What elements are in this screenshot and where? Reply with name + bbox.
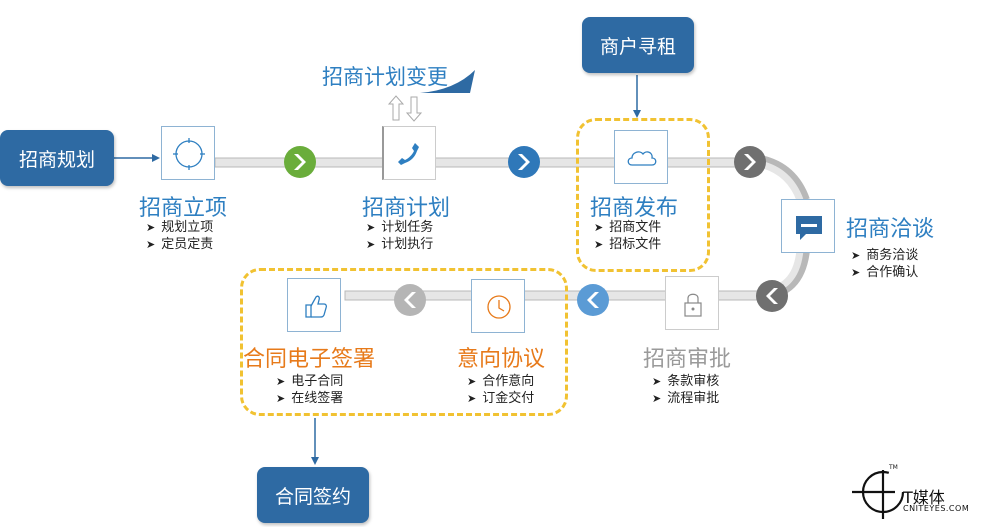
list-item: ➤条款审核 — [652, 374, 720, 389]
circle-target-icon — [173, 138, 205, 170]
intent-title: 意向协议 — [457, 347, 546, 372]
thumbs-up-icon — [305, 295, 328, 318]
intent-icon-box[interactable] — [471, 279, 525, 333]
phone-icon — [398, 143, 419, 165]
list-item: ➤计划执行 — [366, 237, 434, 252]
chevron-right-icon — [734, 146, 766, 178]
chevron-right-icon — [508, 146, 540, 178]
list-item: ➤招商文件 — [594, 220, 662, 235]
chevron-left-icon — [394, 284, 426, 316]
list-item: ➤合作确认 — [851, 265, 919, 280]
swoosh-decoration — [420, 70, 475, 93]
plan-change-label: 招商计划变更 — [322, 65, 448, 89]
sign-box[interactable]: 合同签约 — [257, 467, 369, 523]
negotiate-items: ➤商务洽谈 ➤合作确认 — [851, 247, 918, 281]
list-item: ➤订金交付 — [467, 391, 535, 406]
swap-arrows-icon — [387, 95, 423, 122]
plan-box[interactable]: 招商规划 — [0, 130, 114, 186]
list-item: ➤电子合同 — [276, 374, 344, 389]
lock-icon — [684, 293, 702, 317]
rent-box[interactable]: 商户寻租 — [582, 17, 694, 73]
list-item: ➤招标文件 — [594, 237, 662, 252]
publish-items: ➤招商文件 ➤招标文件 — [594, 219, 661, 253]
brand-domain: CNITEYES.COM — [903, 504, 970, 513]
chevron-right-icon — [284, 146, 316, 178]
brand-name: T媒体 — [903, 488, 945, 507]
list-item: ➤规划立项 — [146, 220, 214, 235]
intent-items: ➤合作意向 ➤订金交付 — [467, 373, 534, 407]
contract-title: 合同电子签署 — [243, 347, 376, 372]
publish-highlight-outline — [576, 118, 710, 272]
list-item: ➤流程审批 — [652, 391, 720, 406]
clock-icon — [487, 295, 511, 319]
approve-icon-box[interactable] — [665, 276, 719, 330]
contract-highlight-outline — [240, 268, 568, 416]
plan-title: 招商计划 — [362, 196, 451, 221]
contract-items: ➤电子合同 ➤在线签署 — [276, 373, 343, 407]
contract-icon-box[interactable] — [287, 278, 341, 332]
brand-logo — [852, 470, 905, 519]
list-item: ➤在线签署 — [276, 391, 344, 406]
list-item: ➤计划任务 — [366, 220, 434, 235]
publish-title: 招商发布 — [590, 196, 679, 221]
publish-icon-box[interactable] — [614, 130, 668, 184]
chat-bubble-icon — [796, 216, 822, 240]
project-title: 招商立项 — [139, 196, 228, 221]
project-icon-box[interactable] — [161, 126, 215, 180]
list-item: ➤商务洽谈 — [851, 248, 919, 263]
negotiate-title: 招商洽谈 — [846, 217, 935, 242]
approve-title: 招商审批 — [643, 347, 732, 372]
plan-icon-box[interactable] — [382, 126, 436, 180]
plan-items: ➤计划任务 ➤计划执行 — [366, 219, 433, 253]
list-item: ➤定员定责 — [146, 237, 214, 252]
chevron-left-icon — [577, 284, 609, 316]
brand-tm-mark: TM — [889, 464, 898, 471]
approve-items: ➤条款审核 ➤流程审批 — [652, 373, 719, 407]
cloud-icon — [627, 151, 657, 166]
chevron-left-icon — [756, 280, 788, 312]
project-items: ➤规划立项 ➤定员定责 — [146, 219, 213, 253]
negotiate-icon-box[interactable] — [781, 199, 835, 253]
list-item: ➤合作意向 — [467, 374, 535, 389]
